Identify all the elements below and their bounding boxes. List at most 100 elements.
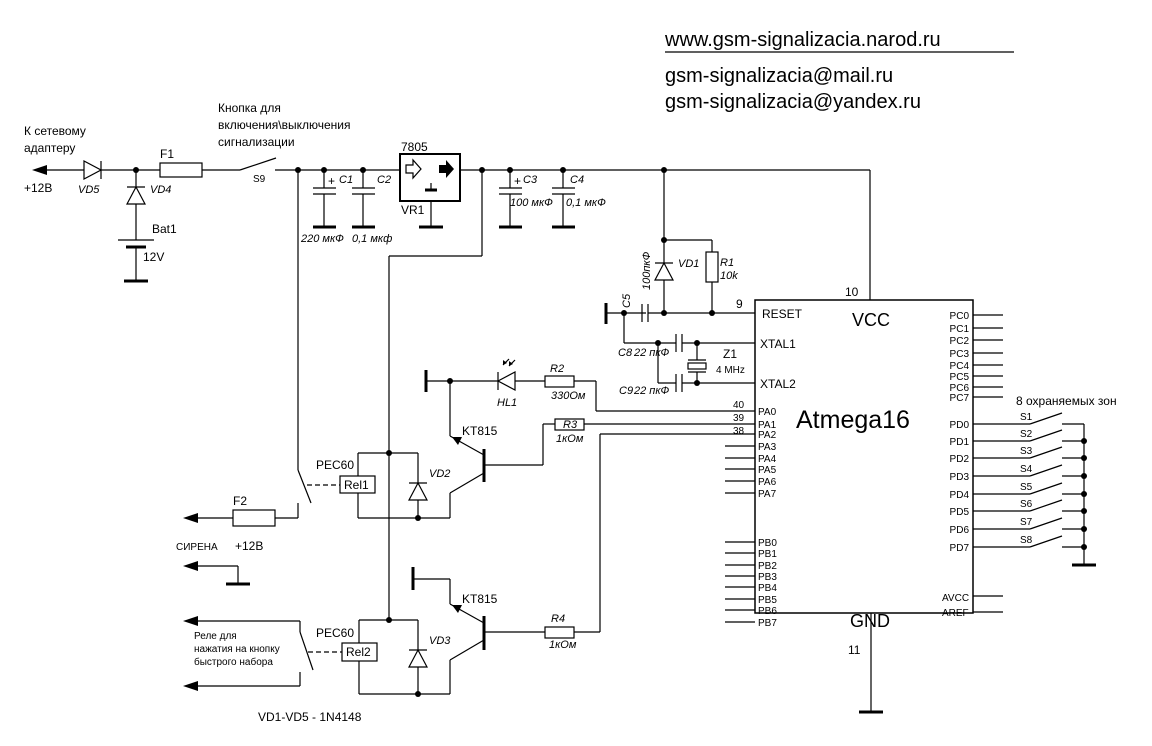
email-yandex[interactable]: gsm-signalizacia@yandex.ru — [665, 91, 921, 113]
input-arrow-icon — [405, 158, 422, 180]
svg-text:+: + — [514, 174, 521, 188]
vd2-label: VD2 — [429, 468, 450, 480]
zone-switch-7-icon[interactable] — [1029, 517, 1063, 530]
output-arrow-icon — [439, 160, 454, 178]
vd4-label: VD4 — [150, 184, 171, 196]
c8-value: 22 пкФ — [633, 347, 670, 359]
zone-switch-label: S7 — [1020, 517, 1033, 528]
vd2-diode-icon — [408, 481, 428, 501]
switch-label-3: сигнализации — [218, 135, 295, 149]
email-mail[interactable]: gsm-signalizacia@mail.ru — [665, 65, 893, 87]
c9-value: 22 пкФ — [633, 385, 670, 397]
vd4-diode-icon — [126, 185, 146, 205]
zone-switch-4-icon[interactable] — [1029, 464, 1063, 477]
zone-switch-label: S8 — [1020, 535, 1033, 546]
zone-switch-3-icon[interactable] — [1029, 446, 1063, 459]
svg-text:+: + — [328, 174, 335, 188]
pc4-pin: PC4 — [950, 361, 970, 372]
c4-value: 0,1 мкФ — [566, 197, 606, 209]
zone-switch-6-icon[interactable] — [1029, 499, 1063, 512]
siren-ground-arrow-icon — [183, 561, 198, 571]
r2-resistor-icon — [544, 375, 575, 388]
website-link[interactable]: www.gsm-signalizacia.narod.ru — [664, 29, 941, 51]
pa6-pin: PA6 — [758, 477, 777, 488]
zone-switch-label: S1 — [1020, 412, 1033, 423]
c3-label: C3 — [523, 174, 538, 186]
pin9-label: 9 — [736, 297, 743, 311]
pa5-pin: PA5 — [758, 465, 777, 476]
avcc-pin: AVCC — [942, 593, 969, 604]
hl1-label: HL1 — [497, 397, 517, 409]
pa2-pin-number: 38 — [733, 426, 745, 437]
c5-label: C5 — [621, 293, 633, 308]
r3-label: R3 — [563, 419, 578, 431]
diode-note: VD1-VD5 - 1N4148 — [258, 710, 362, 724]
c9-label: C9 — [619, 385, 633, 397]
rel2-type: РЕС60 — [316, 626, 354, 640]
kt815-label-2: KT815 — [462, 592, 498, 606]
zone-switch-label: S3 — [1020, 446, 1033, 457]
pc6-pin: PC6 — [950, 383, 970, 394]
c5-value: 100пкФ — [641, 251, 653, 290]
pc2-pin: PC2 — [950, 336, 970, 347]
pb5-pin: PB5 — [758, 595, 777, 606]
siren-voltage: +12В — [235, 539, 263, 553]
c3-value: 100 мкФ — [510, 197, 553, 209]
pb6-pin: PB6 — [758, 606, 777, 617]
r2-label: R2 — [550, 363, 564, 375]
r4-resistor-icon — [544, 626, 575, 639]
rel1-contact-icon — [297, 469, 312, 504]
r1-value: 10k — [720, 270, 738, 282]
r1-label: R1 — [720, 257, 734, 269]
dialer-arrow-icon-2 — [183, 681, 198, 691]
vcc-label: VCC — [852, 310, 890, 330]
rel2-label: Rel2 — [346, 645, 371, 659]
z1-label: Z1 — [723, 347, 737, 361]
f2-label: F2 — [233, 494, 247, 508]
r4-value: 1кОм — [549, 639, 577, 651]
vr1-label: VR1 — [401, 203, 425, 217]
rel1-label: Rel1 — [344, 478, 369, 492]
f2-fuse-icon — [232, 509, 276, 527]
zone-switch-5-icon[interactable] — [1029, 482, 1063, 495]
adapter-label-1: К сетевому — [24, 124, 86, 138]
zone-switch-2-icon[interactable] — [1029, 429, 1063, 442]
zone-switch-label: S4 — [1020, 464, 1033, 475]
adapter-label-2: адаптеру — [24, 141, 75, 155]
z1-value: 4 MHz — [716, 365, 745, 376]
adapter-arrow-icon — [32, 165, 47, 175]
switch-label-1: Кнопка для — [218, 101, 281, 115]
mcu-name: Atmega16 — [796, 406, 910, 434]
pd5-pin: PD5 — [950, 507, 970, 518]
pc1-pin: PC1 — [950, 324, 970, 335]
dialer-driver: R4 1кОм KT815 Rel2 РЕС60 VD3 Ре — [183, 433, 755, 697]
pb3-pin: PB3 — [758, 572, 777, 583]
bat1-label: Bat1 — [152, 222, 177, 236]
c1-value: 220 мкФ — [300, 233, 344, 245]
r1-resistor-icon — [705, 251, 719, 283]
pa1-pin-number: 39 — [733, 413, 745, 424]
switch-label-2: включения\выключения — [218, 118, 350, 132]
zone-switch-1-icon[interactable] — [1029, 412, 1063, 425]
zone-switch-8-icon[interactable] — [1029, 535, 1063, 548]
pd3-pin: PD3 — [950, 472, 970, 483]
pc7-pin: PC7 — [950, 393, 970, 404]
gnd-pin-number: 11 — [848, 643, 861, 657]
s9-switch-icon[interactable] — [239, 157, 277, 171]
dialer-label-2: нажатия на кнопку — [194, 644, 280, 655]
pb1-pin: PB1 — [758, 549, 777, 560]
regulator-box — [399, 153, 461, 202]
pa3-pin: PA3 — [758, 442, 777, 453]
siren-label: СИРЕНА — [176, 542, 218, 553]
dialer-label-3: быстрого набора — [194, 656, 273, 668]
reset-pin: RESET — [762, 307, 803, 321]
pa2-pin: PA2 — [758, 430, 777, 441]
rel1-type: РЕС60 — [316, 458, 354, 472]
pd6-pin: PD6 — [950, 525, 970, 536]
zone-switch-label: S6 — [1020, 499, 1033, 510]
zone-switch-label: S5 — [1020, 482, 1033, 493]
r3-value: 1кОм — [556, 433, 584, 445]
